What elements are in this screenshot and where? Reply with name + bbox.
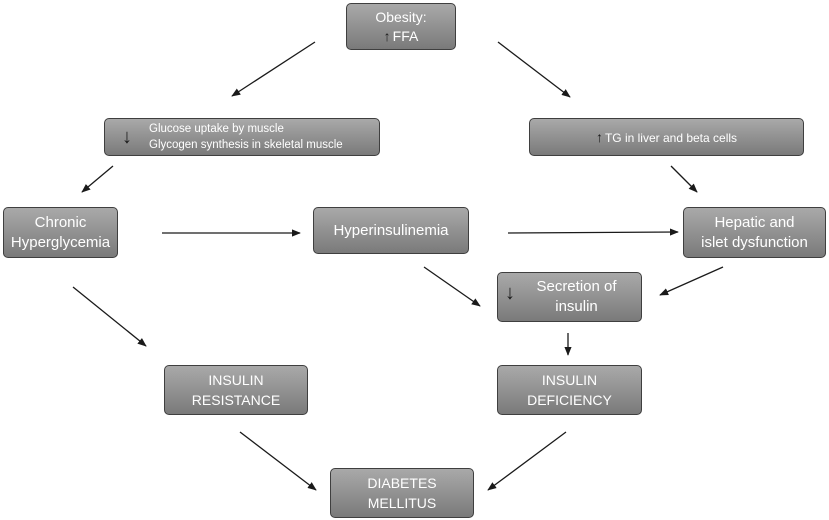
arrow-tg-to-hepatic: [670, 165, 698, 193]
node-diabetes-mellitus: DIABETES MELLITUS: [330, 468, 474, 518]
arrow-resistance-to-diabetes: [239, 431, 317, 491]
node-hepatic: Hepatic and islet dysfunction: [683, 207, 826, 258]
arrow-hyper-to-hepatic: [507, 228, 679, 236]
arrow-deficiency-to-diabetes: [487, 431, 567, 491]
node-obesity-line1: Obesity:: [375, 8, 427, 25]
arrow-chronic-to-resistance: [72, 286, 147, 347]
node-diabetes-line1: DIABETES: [367, 475, 437, 491]
node-hyperinsulinemia: Hyperinsulinemia: [313, 207, 469, 254]
node-insulin-deficiency: INSULIN DEFICIENCY: [497, 365, 642, 415]
node-insulin-resistance: INSULIN RESISTANCE: [164, 365, 308, 415]
arrow-hepatic-to-secretion: [659, 266, 724, 296]
arrow-hyper-to-secretion: [423, 266, 481, 307]
node-secretion-line2: insulin: [555, 298, 598, 315]
down-arrow-icon: ↓: [505, 282, 515, 304]
node-tg-label: TG in liver and beta cells: [596, 127, 737, 148]
node-hyper-label: Hyperinsulinemia: [333, 221, 449, 239]
node-deficiency-line2: DEFICIENCY: [527, 392, 612, 408]
node-chronic-line1: Chronic: [34, 213, 87, 231]
arrow-obesity-to-tg: [497, 41, 571, 98]
node-hepatic-line1: Hepatic and: [714, 213, 795, 231]
node-hepatic-line2: islet dysfunction: [701, 233, 808, 251]
node-obesity-line2: FFA: [384, 27, 419, 46]
node-obesity: Obesity: FFA: [346, 3, 456, 50]
node-resistance-line1: INSULIN: [208, 372, 264, 388]
node-resistance-line2: RESISTANCE: [191, 392, 281, 408]
node-deficiency-line1: INSULIN: [541, 372, 598, 388]
node-secretion: Secretion of insulin: [497, 272, 642, 322]
node-tg: TG in liver and beta cells: [529, 118, 804, 156]
arrow-obesity-to-glucose: [231, 41, 316, 97]
node-chronic-line2: Hyperglycemia: [10, 233, 111, 251]
node-chronic: Chronic Hyperglycemia: [3, 207, 118, 258]
arrow-glucose-to-chronic: [81, 165, 114, 193]
node-diabetes-line2: MELLITUS: [367, 495, 437, 511]
node-secretion-line1: Secretion of: [536, 278, 617, 295]
node-glucose-line1: Glucose uptake by muscle: [149, 123, 284, 135]
down-arrow-icon: ↓: [122, 126, 132, 148]
node-glucose-line2: Glycogen synthesis in skeletal muscle: [149, 139, 343, 151]
node-glucose: Glucose uptake by muscle Glycogen synthe…: [104, 118, 380, 156]
